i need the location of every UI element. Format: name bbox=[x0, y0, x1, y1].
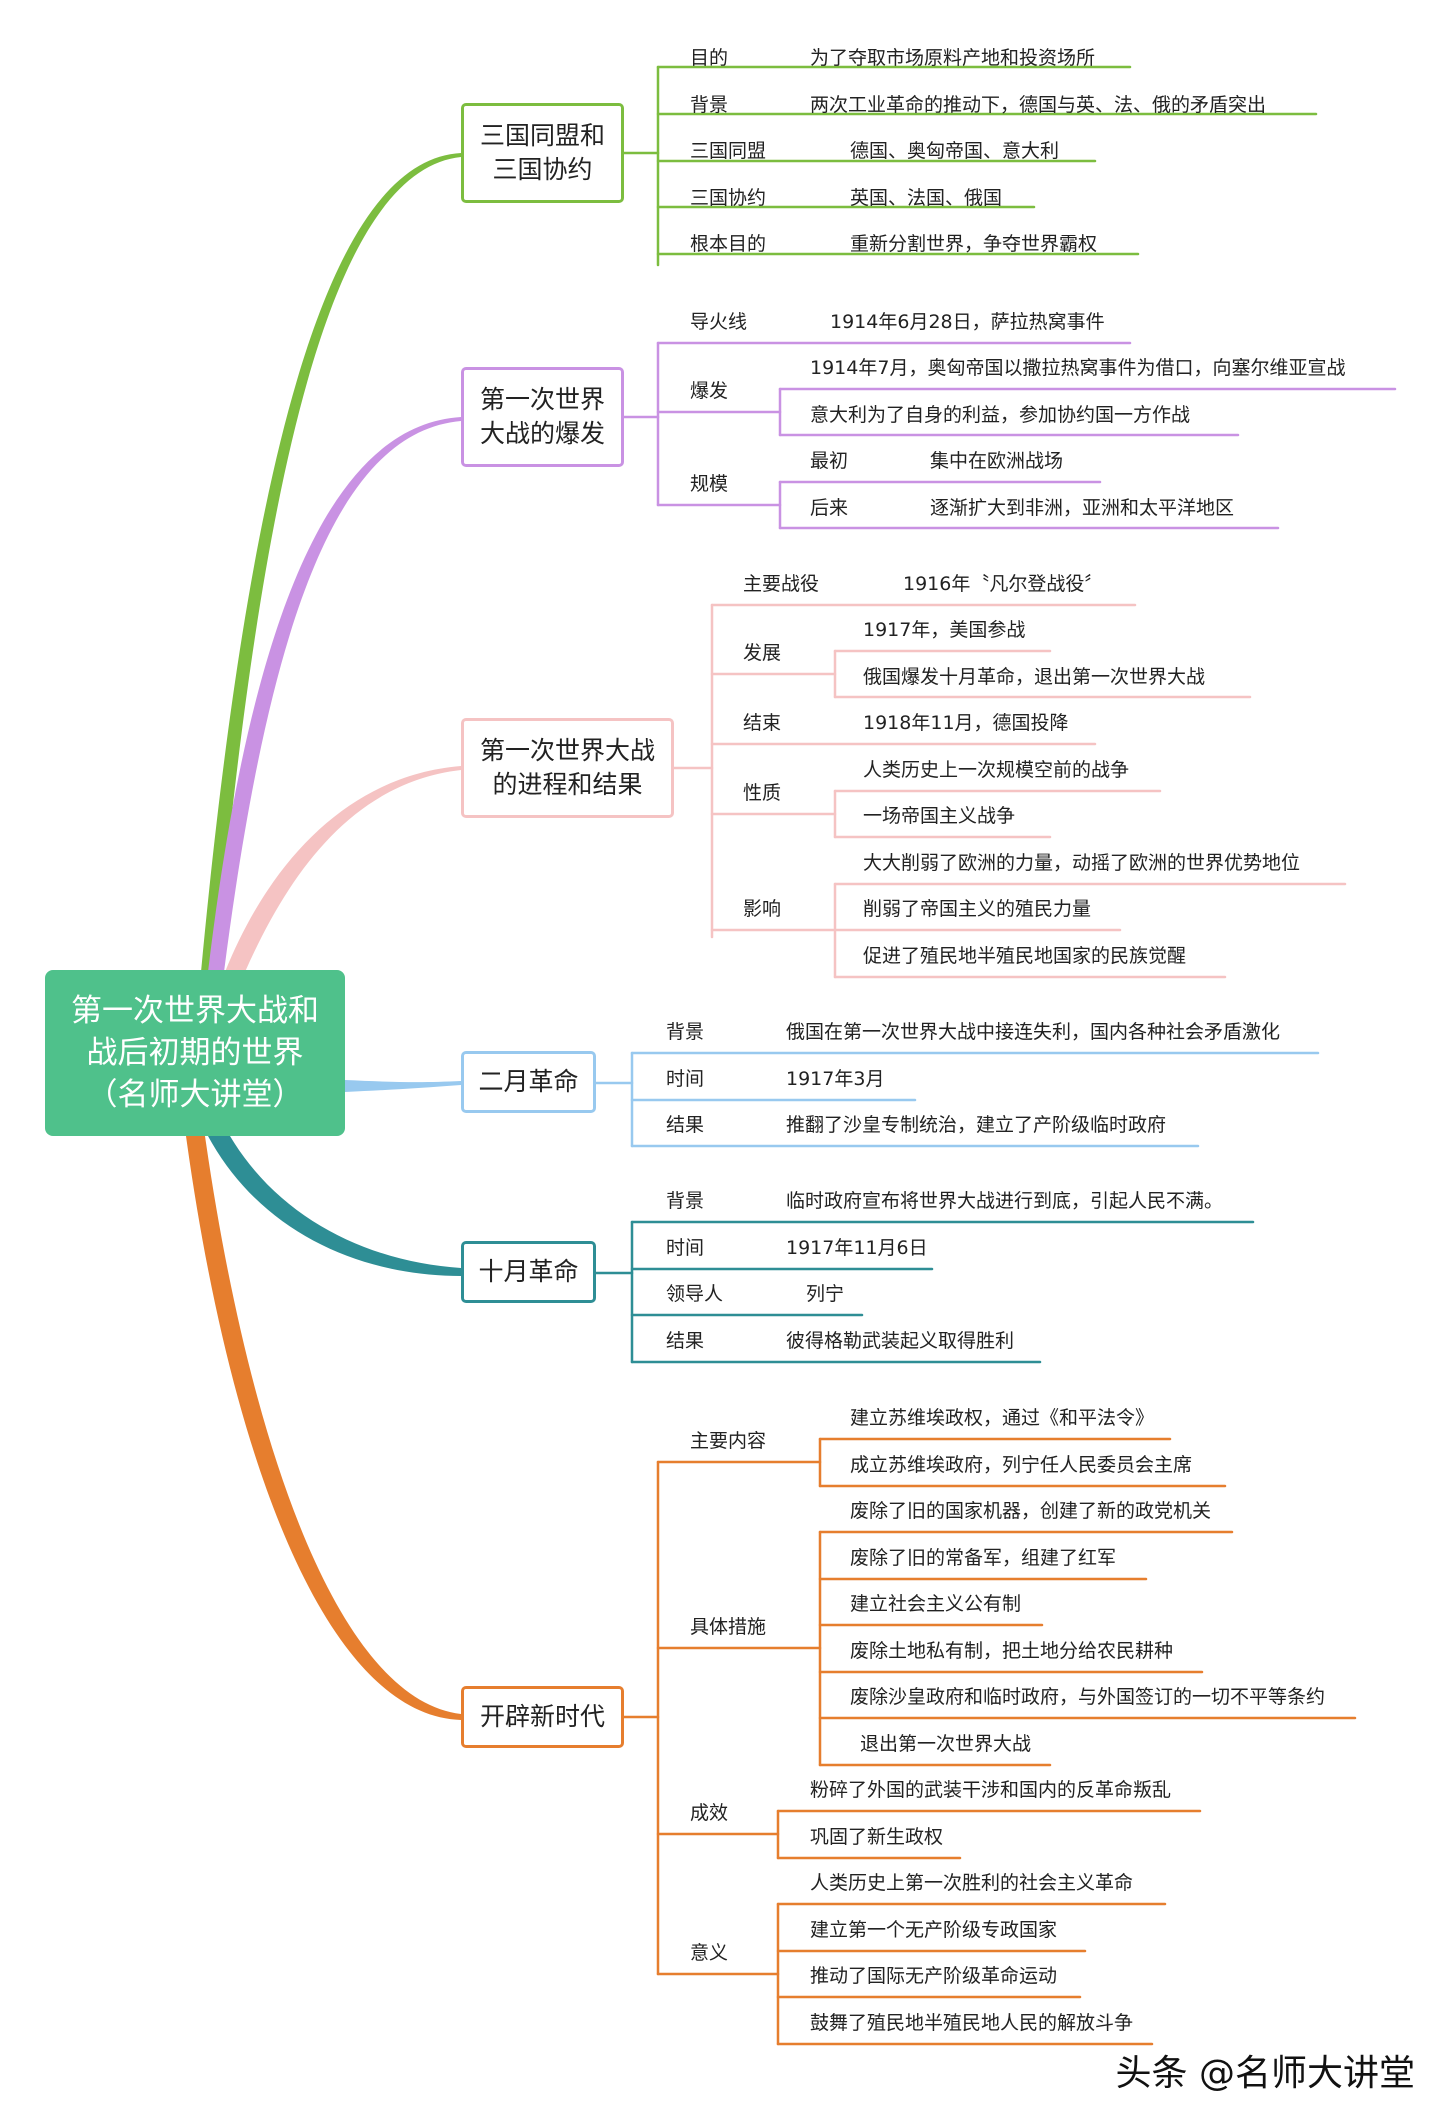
leaf-text: 1914年7月，奥匈帝国以撒拉热窝事件为借口，向塞尔维亚宣战 bbox=[810, 357, 1346, 379]
leaf-text: 促进了殖民地半殖民地国家的民族觉醒 bbox=[863, 945, 1187, 967]
item-label: 结果 bbox=[666, 1114, 705, 1136]
leaf-text: 俄国爆发十月革命，退出第一次世界大战 bbox=[863, 666, 1206, 688]
item-label: 成效 bbox=[690, 1802, 729, 1824]
connector-ribbon bbox=[208, 1136, 461, 1276]
connector-ribbon bbox=[345, 1080, 461, 1092]
leaf-text: 退出第一次世界大战 bbox=[860, 1733, 1032, 1755]
leaf-text: 列宁 bbox=[806, 1283, 845, 1305]
branch-line: 十月革命 bbox=[478, 1257, 579, 1286]
leaf-text: 人类历史上一次规模空前的战争 bbox=[863, 759, 1130, 781]
sub-label: 最初 bbox=[810, 450, 849, 472]
leaf-text: 一场帝国主义战争 bbox=[863, 805, 1016, 827]
branch-line: 第一次世界大战 bbox=[479, 736, 655, 765]
leaf-text: 逐渐扩大到非洲，亚洲和太平洋地区 bbox=[930, 497, 1235, 519]
leaf-text: 1914年6月28日，萨拉热窝事件 bbox=[830, 311, 1105, 333]
branch-line: 第一次世界 bbox=[479, 385, 605, 414]
leaf-text: 推翻了沙皇专制统治，建立了产阶级临时政府 bbox=[786, 1114, 1167, 1136]
leaf-text: 集中在欧洲战场 bbox=[930, 450, 1064, 472]
branch-line: 三国同盟和 bbox=[479, 121, 605, 150]
item-label: 领导人 bbox=[666, 1283, 724, 1305]
item-label: 主要战役 bbox=[743, 573, 820, 595]
item-label: 目的 bbox=[690, 47, 729, 69]
leaf-text: 鼓舞了殖民地半殖民地人民的解放斗争 bbox=[810, 2012, 1134, 2034]
leaf-text: 英国、法国、俄国 bbox=[850, 187, 1003, 209]
leaf-text: 1917年11月6日 bbox=[786, 1237, 928, 1259]
branch-october-revolution: 十月革命 bbox=[461, 1241, 596, 1303]
item-label: 结束 bbox=[743, 712, 782, 734]
connector-ribbon bbox=[186, 1136, 461, 1720]
sub-label: 后来 bbox=[810, 497, 849, 519]
branch-february-revolution: 二月革命 bbox=[461, 1051, 596, 1113]
item-label: 具体措施 bbox=[690, 1616, 767, 1638]
leaf-text: 俄国在第一次世界大战中接连失利，国内各种社会矛盾激化 bbox=[786, 1021, 1281, 1043]
watermark: 头条 @名师大讲堂 bbox=[1115, 2053, 1415, 2094]
root-line-1: 第一次世界大战和 bbox=[71, 993, 319, 1029]
leaf-text: 废除土地私有制，把土地分给农民耕种 bbox=[850, 1640, 1174, 1662]
leaf-text: 1916年〝凡尔登战役〞 bbox=[903, 573, 1104, 595]
leaf-text: 1918年11月，德国投降 bbox=[863, 712, 1069, 734]
branch-new-era: 开辟新时代 bbox=[461, 1686, 624, 1748]
leaf-text: 废除了旧的常备军，组建了红军 bbox=[850, 1547, 1117, 1569]
leaf-text: 德国、奥匈帝国、意大利 bbox=[850, 140, 1060, 162]
branch-war-outbreak: 第一次世界大战的爆发 bbox=[461, 367, 624, 467]
item-label: 背景 bbox=[666, 1021, 705, 1043]
item-label: 发展 bbox=[743, 642, 782, 664]
item-label: 影响 bbox=[743, 898, 782, 920]
connector-ribbon bbox=[208, 417, 461, 972]
root-topic: 第一次世界大战和 战后初期的世界 （名师大讲堂） bbox=[45, 970, 345, 1136]
leaf-text: 推动了国际无产阶级革命运动 bbox=[810, 1965, 1058, 1987]
item-label: 规模 bbox=[690, 473, 729, 495]
leaf-text: 1917年，美国参战 bbox=[863, 619, 1026, 641]
leaf-text: 彼得格勒武装起义取得胜利 bbox=[786, 1330, 1015, 1352]
leaf-text: 废除沙皇政府和临时政府，与外国签订的一切不平等条约 bbox=[850, 1686, 1326, 1708]
item-label: 背景 bbox=[690, 94, 729, 116]
branch-war-progress: 第一次世界大战的进程和结果 bbox=[461, 718, 674, 818]
leaf-text: 1917年3月 bbox=[786, 1068, 885, 1090]
item-label: 时间 bbox=[666, 1068, 705, 1090]
leaf-text: 大大削弱了欧洲的力量，动摇了欧洲的世界优势地位 bbox=[863, 852, 1301, 874]
item-label: 根本目的 bbox=[690, 233, 767, 255]
leaf-text: 成立苏维埃政府，列宁任人民委员会主席 bbox=[850, 1454, 1193, 1476]
branch-line: 开辟新时代 bbox=[479, 1702, 605, 1731]
item-label: 时间 bbox=[666, 1237, 705, 1259]
item-label: 三国同盟 bbox=[690, 140, 767, 162]
leaf-text: 临时政府宣布将世界大战进行到底，引起人民不满。 bbox=[786, 1190, 1224, 1212]
item-label: 性质 bbox=[743, 782, 782, 804]
branch-line: 大战的爆发 bbox=[479, 419, 605, 448]
branch-line: 的进程和结果 bbox=[492, 770, 643, 799]
leaf-text: 人类历史上第一次胜利的社会主义革命 bbox=[810, 1872, 1134, 1894]
leaf-text: 重新分割世界，争夺世界霸权 bbox=[850, 233, 1098, 255]
branch-line: 二月革命 bbox=[478, 1067, 579, 1096]
leaf-text: 建立苏维埃政权，通过《和平法令》 bbox=[850, 1407, 1155, 1429]
leaf-text: 削弱了帝国主义的殖民力量 bbox=[863, 898, 1092, 920]
leaf-text: 建立第一个无产阶级专政国家 bbox=[810, 1919, 1058, 1941]
root-line-3: （名师大讲堂） bbox=[86, 1077, 304, 1113]
leaf-text: 巩固了新生政权 bbox=[810, 1826, 944, 1848]
branch-alliances: 三国同盟和三国协约 bbox=[461, 103, 624, 203]
item-label: 导火线 bbox=[690, 311, 748, 333]
item-label: 背景 bbox=[666, 1190, 705, 1212]
leaf-text: 废除了旧的国家机器，创建了新的政党机关 bbox=[850, 1500, 1212, 1522]
connector-ribbon bbox=[225, 766, 461, 972]
item-label: 三国协约 bbox=[690, 187, 767, 209]
item-label: 意义 bbox=[690, 1942, 729, 1964]
root-line-2: 战后初期的世界 bbox=[86, 1035, 304, 1071]
leaf-text: 粉碎了外国的武装干涉和国内的反革命叛乱 bbox=[810, 1779, 1172, 1801]
item-label: 主要内容 bbox=[690, 1430, 767, 1452]
leaf-text: 意大利为了自身的利益，参加协约国一方作战 bbox=[810, 404, 1191, 426]
leaf-text: 建立社会主义公有制 bbox=[850, 1593, 1022, 1615]
item-label: 爆发 bbox=[690, 380, 729, 402]
leaf-text: 两次工业革命的推动下，德国与英、法、俄的矛盾突出 bbox=[810, 94, 1267, 116]
item-label: 结果 bbox=[666, 1330, 705, 1352]
leaf-text: 为了夺取市场原料产地和投资场所 bbox=[810, 47, 1096, 69]
branch-line: 三国协约 bbox=[492, 155, 593, 184]
